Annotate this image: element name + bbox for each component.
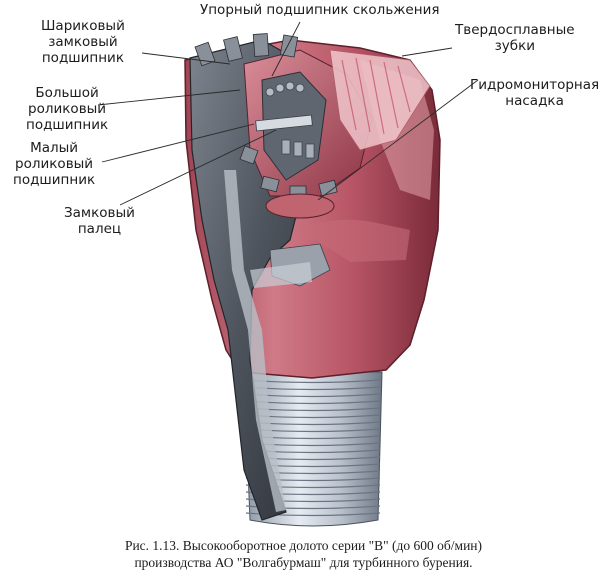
small-roller-bearing-label: Малый роликовый подшипник — [13, 140, 96, 188]
carbide-teeth-label: Твердосплавные зубки — [455, 22, 575, 54]
cone-teeth — [194, 33, 338, 199]
figure-caption: Рис. 1.13. Высокооборотное долото серии … — [0, 537, 607, 571]
carbide-teeth-area — [329, 49, 431, 151]
caption-line-2: производства АО "Волгабурмаш" для турбин… — [134, 555, 473, 570]
caption-line-1: Рис. 1.13. Высокооборотное долото серии … — [124, 538, 483, 553]
large-roller-bearing-label: Большой роликовый подшипник — [26, 85, 109, 133]
hydromonitor-nozzle — [265, 193, 335, 219]
ball-bearing-label: Шариковый замковый подшипник — [41, 18, 125, 66]
thrust-bearing-label: Упорный подшипник скольжения — [200, 2, 440, 18]
ball-bearing-balls — [265, 81, 305, 97]
small-roller-set — [281, 139, 315, 159]
locking-pin-label: Замковый палец — [64, 205, 135, 237]
roller-cone — [194, 33, 431, 219]
leader-lines — [97, 21, 479, 206]
hydromonitor-nozzle-label: Гидромониторная насадка — [470, 77, 600, 109]
